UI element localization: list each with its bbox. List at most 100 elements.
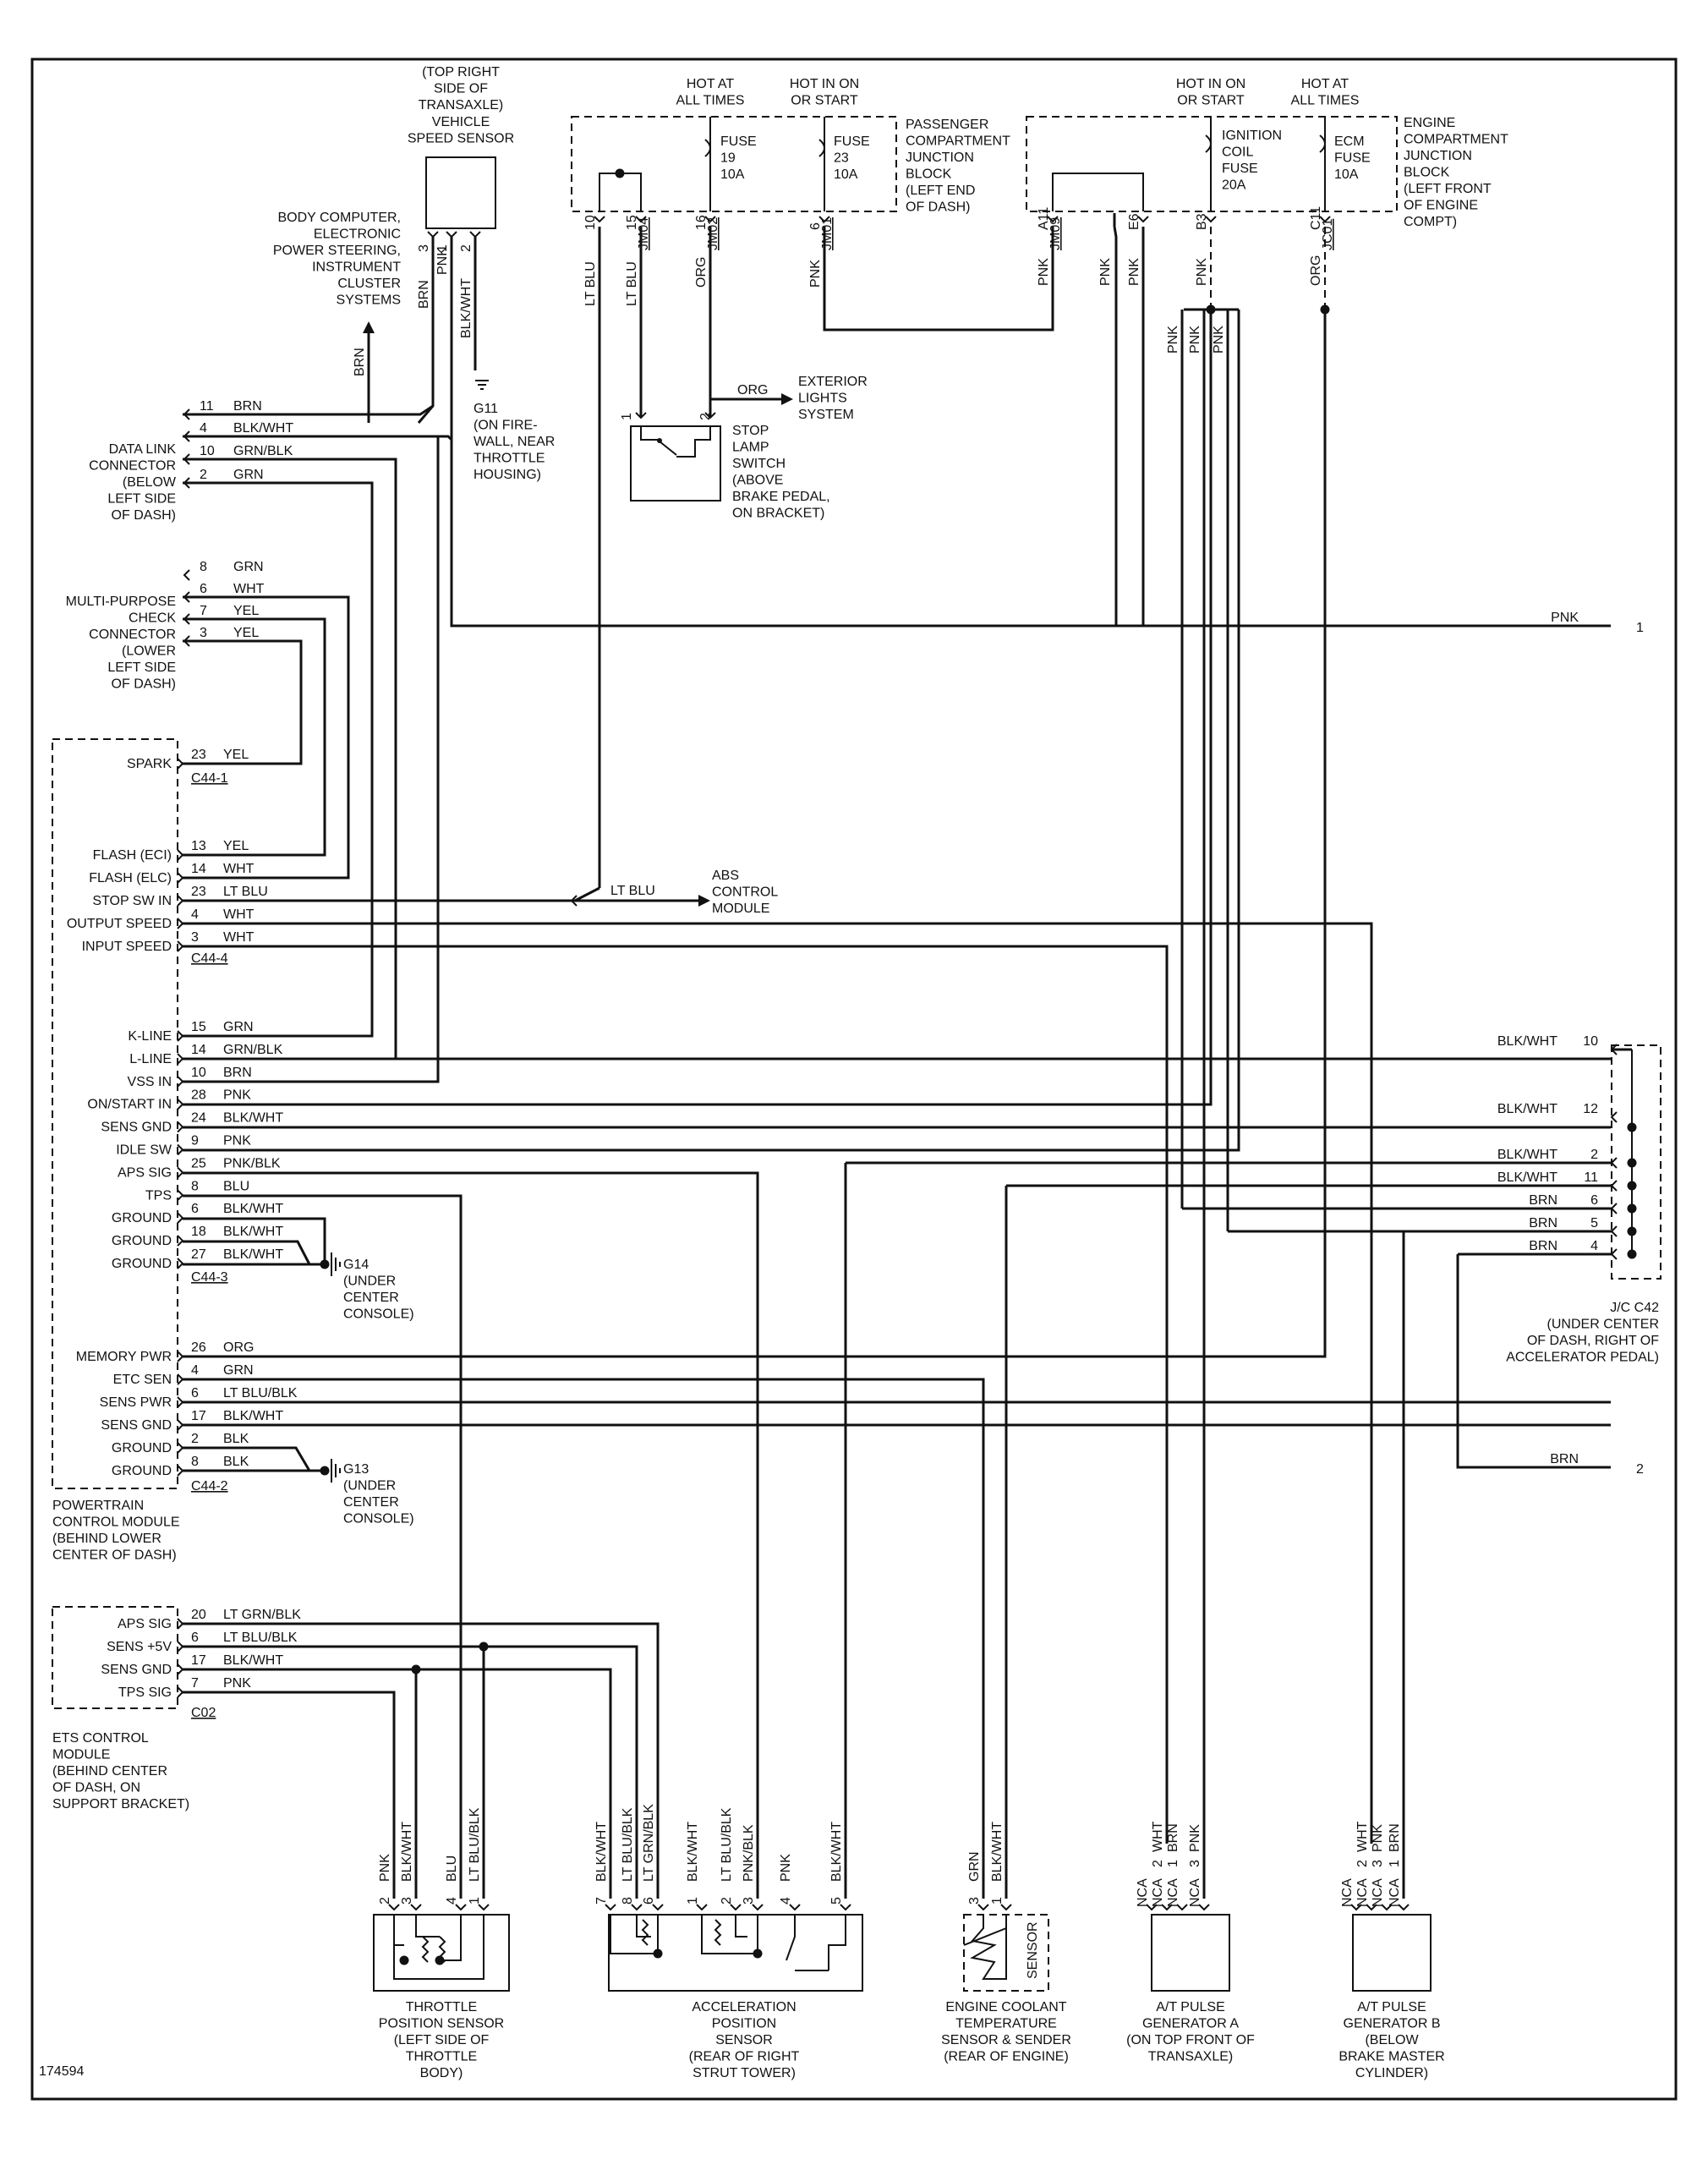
pgb-label: (BELOW bbox=[1365, 2033, 1419, 2047]
body-computer-label: POWER STEERING, bbox=[273, 244, 401, 258]
connector-pin bbox=[840, 1904, 851, 1911]
abs-label: ABS bbox=[712, 869, 739, 883]
splice-dot bbox=[1320, 304, 1330, 315]
wire-color: PNK/BLK bbox=[223, 1156, 281, 1170]
wire-color: BLK/WHT bbox=[829, 1822, 844, 1882]
pin-number: 1 bbox=[686, 1897, 700, 1905]
wire-color: BLK/WHT bbox=[233, 421, 293, 436]
wire-color: LT GRN/BLK bbox=[642, 1804, 656, 1882]
wire-ets-5v bbox=[183, 1645, 638, 1899]
tps-label: THROTTLE bbox=[406, 2000, 477, 2014]
ground-symbol bbox=[331, 1459, 341, 1483]
nca-label: NCA bbox=[1340, 1878, 1355, 1907]
pin-number: 6 bbox=[191, 1386, 199, 1400]
splice-dot bbox=[753, 1948, 763, 1959]
connector-pin bbox=[1610, 1157, 1618, 1169]
components bbox=[52, 116, 1661, 1992]
connector-pin bbox=[177, 1618, 184, 1630]
pin-number: 5 bbox=[1590, 1216, 1598, 1230]
wire-color: GRN bbox=[223, 1363, 254, 1378]
pin-number: 3 bbox=[191, 930, 199, 945]
connector-pin bbox=[183, 477, 190, 489]
pin-number: 2 bbox=[1590, 1148, 1598, 1162]
connector-pin bbox=[177, 1098, 184, 1110]
g13-label: (UNDER bbox=[343, 1479, 396, 1494]
pin-number: 20 bbox=[191, 1608, 206, 1622]
stop-lamp-label: BRAKE PEDAL, bbox=[732, 490, 830, 504]
wire-color: BRN bbox=[1529, 1216, 1557, 1230]
sensor-name: SPEED SENSOR bbox=[408, 132, 514, 146]
pcm-signal: L-LINE bbox=[129, 1052, 172, 1066]
connector-pin bbox=[177, 1373, 184, 1385]
arrow-icon bbox=[363, 321, 375, 333]
stop-lamp-label: ON BRACKET) bbox=[732, 507, 824, 521]
pcm-signal: SENS GND bbox=[101, 1121, 172, 1135]
ect-label: TEMPERATURE bbox=[955, 2017, 1057, 2031]
splice-dot bbox=[1627, 1122, 1637, 1132]
wire-vss-in bbox=[183, 435, 440, 1083]
wire-color: ORG bbox=[737, 383, 768, 397]
ets-label: MODULE bbox=[52, 1748, 110, 1762]
mpcc-label: CONNECTOR bbox=[89, 628, 176, 642]
abs-label: CONTROL bbox=[712, 885, 778, 900]
pgb-label: BRAKE MASTER bbox=[1338, 2050, 1444, 2064]
wire-color: LT BLU/BLK bbox=[720, 1807, 734, 1882]
connector-pin bbox=[455, 1904, 467, 1911]
wire-color: BRN bbox=[233, 399, 262, 414]
wire-aps-sig bbox=[183, 1171, 759, 1899]
wire-color: PNK bbox=[223, 1676, 251, 1691]
hot-label: HOT AT bbox=[1301, 77, 1349, 91]
pin-number: 28 bbox=[191, 1088, 206, 1103]
wire-pnk-jumper bbox=[823, 227, 1054, 332]
g13-label: G13 bbox=[343, 1462, 369, 1477]
ect-internal bbox=[963, 1915, 1007, 1980]
aps-label: (REAR OF RIGHT bbox=[689, 2050, 800, 2064]
ets-label: (BEHIND CENTER bbox=[52, 1764, 167, 1779]
ets-signal: SENS +5V bbox=[107, 1640, 172, 1654]
pin-number: 2 bbox=[720, 1897, 734, 1905]
fuse-label: FUSE bbox=[1222, 162, 1258, 176]
arrow-icon bbox=[698, 895, 710, 907]
connector-pin bbox=[1198, 1904, 1210, 1911]
fuse-label: FUSE bbox=[1334, 151, 1371, 166]
fuse-label: 10A bbox=[834, 167, 858, 182]
internal-bus bbox=[599, 173, 642, 211]
wire-color: LT BLU/BLK bbox=[223, 1631, 298, 1645]
wire-color: BRN bbox=[223, 1066, 252, 1080]
splice-dot bbox=[1206, 304, 1216, 315]
wire-color: PNK bbox=[1188, 326, 1202, 354]
fuse-line bbox=[1210, 117, 1326, 211]
tps-label: POSITION SENSOR bbox=[379, 2017, 504, 2031]
pin-number: 1 bbox=[1166, 1860, 1180, 1867]
wire-etc-sen bbox=[183, 1378, 985, 1899]
g14-label: CENTER bbox=[343, 1291, 399, 1305]
pin-number: 4 bbox=[191, 1363, 199, 1378]
wire-color: YEL bbox=[233, 604, 259, 618]
wire-color: YEL bbox=[223, 839, 249, 853]
connector-pin bbox=[177, 1258, 184, 1269]
pin-number: 4 bbox=[191, 907, 199, 922]
wire-gnd bbox=[183, 1217, 326, 1264]
ground-symbol bbox=[331, 1252, 341, 1276]
pcm-label: CONTROL MODULE bbox=[52, 1516, 180, 1530]
nca-label: NCA bbox=[1166, 1878, 1180, 1907]
connector-pin bbox=[1161, 1904, 1173, 1911]
connector-pin bbox=[752, 1904, 764, 1911]
wire-color: GRN bbox=[233, 560, 264, 574]
connector-pin bbox=[177, 1166, 184, 1179]
jc42-label: (UNDER CENTER bbox=[1547, 1318, 1659, 1332]
wire-pnk-1 bbox=[1141, 227, 1611, 628]
pin-number: 1 bbox=[1388, 1860, 1402, 1867]
wire-color: PNK bbox=[1212, 326, 1226, 354]
connector-id: JM01 bbox=[820, 217, 835, 250]
g11-label: (ON FIRE- bbox=[474, 419, 538, 433]
pgb-label: GENERATOR B bbox=[1344, 2017, 1441, 2031]
passenger-jb-label: PASSENGER bbox=[906, 118, 988, 132]
connector-pin bbox=[177, 1053, 184, 1065]
passenger-jb-label: OF DASH) bbox=[906, 200, 970, 215]
exterior-lights-label: LIGHTS bbox=[798, 392, 847, 406]
wire-color: PNK bbox=[1166, 326, 1180, 354]
pin-number: 3 bbox=[967, 1897, 982, 1905]
pin-number: 6 bbox=[191, 1631, 199, 1645]
